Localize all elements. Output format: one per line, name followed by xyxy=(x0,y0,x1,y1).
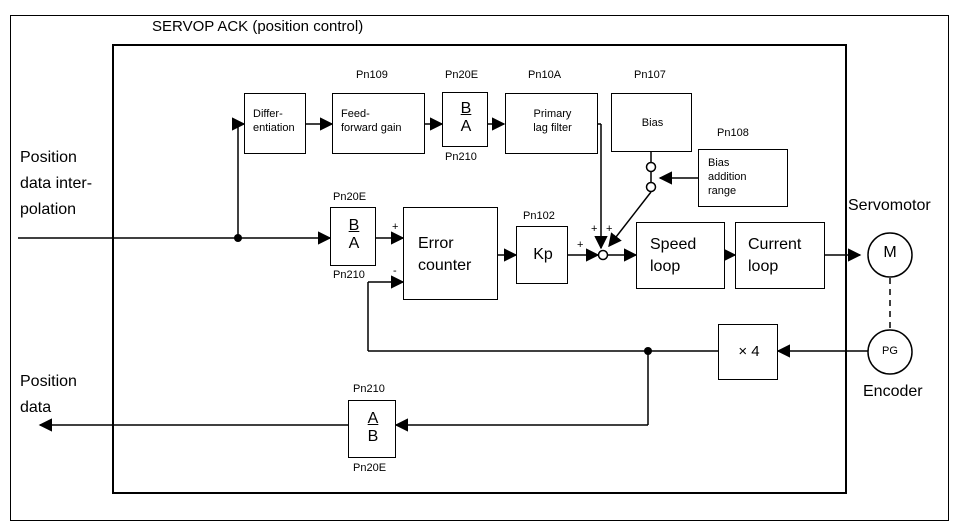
pn210-out-label: Pn210 xyxy=(353,383,385,395)
bias-block: Bias xyxy=(611,93,692,152)
motor-circle xyxy=(867,232,913,278)
feedforward-gain-block: Feed- forward gain xyxy=(332,93,425,154)
pn210-in-label: Pn210 xyxy=(333,269,365,281)
current-loop-block: Current loop xyxy=(735,222,825,289)
ec-minus-sign: - xyxy=(393,265,397,277)
summing-junction xyxy=(597,249,609,261)
error-counter-block: Error counter xyxy=(403,207,498,300)
multiplier-block: × 4 xyxy=(718,324,778,380)
pn20e-in-label: Pn20E xyxy=(333,191,367,203)
kp-block: Kp xyxy=(516,226,568,284)
pn20e-out-label: Pn20E xyxy=(353,462,387,474)
servomotor-label: Servomotor xyxy=(848,197,931,214)
speed-loop-block: Speed loop xyxy=(636,222,725,289)
switch-contact-top xyxy=(645,161,657,173)
motor-symbol: M xyxy=(883,244,897,261)
switch-contact-bottom xyxy=(645,181,657,193)
servopack-frame xyxy=(112,44,847,494)
pn210-ff-label: Pn210 xyxy=(445,151,477,163)
position-input-label: Position data inter- polation xyxy=(20,149,93,218)
pn10a-label: Pn10A xyxy=(528,69,562,81)
pn108-label: Pn108 xyxy=(717,127,749,139)
input-junction-dot xyxy=(234,234,242,242)
encoder-symbol: PG xyxy=(882,345,898,357)
sum-plus-kp-sign: + xyxy=(577,239,584,251)
ff-ratio-block: B A xyxy=(442,92,488,147)
feedback-junction-dot xyxy=(644,347,652,355)
bias-to-sum-line xyxy=(608,191,652,248)
primary-lag-filter-block: Primary lag filter xyxy=(505,93,598,154)
pn20e-ff-label: Pn20E xyxy=(445,69,479,81)
sum-plus-bias-sign: + xyxy=(606,223,613,235)
servopack-title: SERVOP ACK (position control) xyxy=(152,18,364,35)
output-ratio-block: A B xyxy=(348,400,396,458)
bias-addition-range-block: Bias addition range xyxy=(698,149,788,207)
pn107-label: Pn107 xyxy=(634,69,666,81)
ec-plus-sign: + xyxy=(392,221,399,233)
encoder-circle xyxy=(867,329,913,375)
input-ratio-block: B A xyxy=(330,207,376,266)
pn102-label: Pn102 xyxy=(523,210,555,222)
differentiation-block: Differ- entiation xyxy=(244,93,306,154)
position-output-label: Position data xyxy=(20,373,77,416)
encoder-label: Encoder xyxy=(863,383,923,400)
sum-plus-ff-sign: + xyxy=(591,223,598,235)
pn109-label: Pn109 xyxy=(356,69,388,81)
outer-frame xyxy=(10,15,949,521)
